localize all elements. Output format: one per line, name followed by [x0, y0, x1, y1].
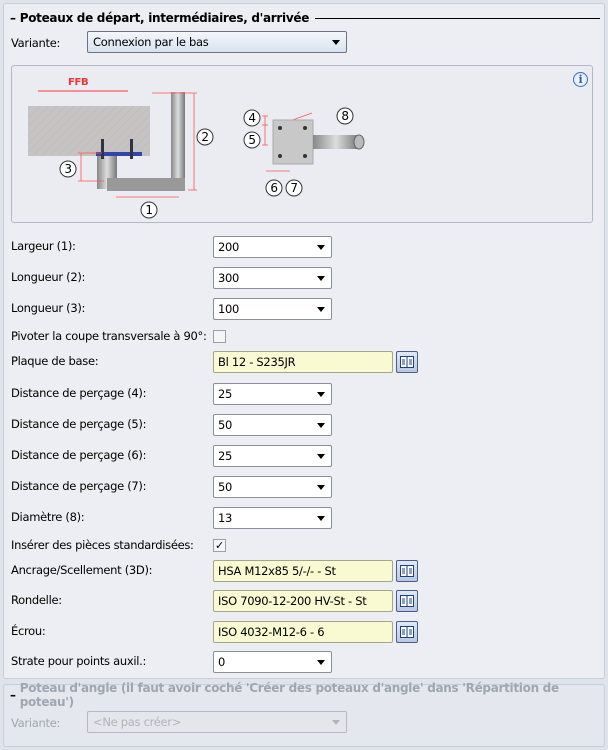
- chevron-down-icon: [317, 276, 325, 281]
- variant-select[interactable]: Connexion par le bas: [87, 31, 347, 53]
- corner-variant-value: <Ne pas créer>: [93, 715, 182, 729]
- callout-7: 7: [290, 181, 297, 195]
- callout-1: 1: [145, 203, 152, 217]
- callout-6: 6: [270, 181, 277, 195]
- chevron-down-icon: [317, 392, 325, 397]
- checkmark-icon: ✓: [215, 539, 224, 552]
- chevron-down-icon: [317, 423, 325, 428]
- ffb-label: FFB: [68, 77, 88, 88]
- e-crou-field[interactable]: ISO 4032-M12-6 - 6: [213, 621, 393, 643]
- distance-de-perc-age-7-select[interactable]: 50: [213, 476, 332, 498]
- chevron-down-icon: [332, 720, 340, 725]
- variant-value: Connexion par le bas: [93, 35, 209, 49]
- distance-de-perc-age-5-value: 50: [218, 418, 233, 432]
- catalog-browse-button[interactable]: [396, 560, 418, 582]
- pivoter-la-coupe-transversale-a-90-checkbox[interactable]: [213, 330, 226, 343]
- catalog-browse-button[interactable]: [396, 621, 418, 643]
- plaque-de-base-label: Plaque de base:: [11, 354, 99, 368]
- ancrage-scellement-3d-value: HSA M12x85 5/-/- - St: [218, 564, 336, 578]
- diame-tre-8-select[interactable]: 13: [213, 507, 332, 529]
- rondelle-field[interactable]: ISO 7090-12-200 HV-St - St: [213, 590, 393, 612]
- e-crou-label: Écrou:: [11, 624, 46, 638]
- distance-de-perc-age-5-label: Distance de perçage (5):: [11, 417, 147, 431]
- distance-de-perc-age-7-value: 50: [218, 480, 233, 494]
- inse-rer-des-pie-ces-standardise-es-checkbox[interactable]: ✓: [213, 539, 226, 552]
- distance-de-perc-age-4-select[interactable]: 25: [213, 383, 332, 405]
- strate-pour-points-auxil-select[interactable]: 0: [213, 651, 332, 673]
- callout-8: 8: [341, 109, 348, 123]
- catalog-book-icon: [400, 626, 414, 638]
- distance-de-perc-age-6-label: Distance de perçage (6):: [11, 448, 147, 462]
- diame-tre-8-label: Diamètre (8):: [11, 510, 85, 524]
- variant-label: Variante:: [11, 36, 61, 50]
- section-title: –Poteau d'angle (il faut avoir coché 'Cr…: [10, 681, 600, 709]
- chevron-down-icon: [317, 245, 325, 250]
- longueur-2-label: Longueur (2):: [11, 270, 86, 284]
- catalog-browse-button[interactable]: [396, 351, 418, 373]
- callout-5: 5: [248, 133, 255, 147]
- chevron-down-icon: [332, 40, 340, 45]
- chevron-down-icon: [317, 454, 325, 459]
- strate-pour-points-auxil-value: 0: [218, 655, 226, 669]
- catalog-browse-button[interactable]: [396, 590, 418, 612]
- catalog-book-icon: [400, 565, 414, 577]
- corner-variant-select[interactable]: <Ne pas créer>: [87, 711, 347, 733]
- ancrage-scellement-3d-field[interactable]: HSA M12x85 5/-/- - St: [213, 560, 393, 582]
- distance-de-perc-age-6-select[interactable]: 25: [213, 445, 332, 467]
- chevron-down-icon: [317, 485, 325, 490]
- longueur-3-label: Longueur (3):: [11, 301, 86, 315]
- pivoter-la-coupe-transversale-a-90-label: Pivoter la coupe transversale à 90°:: [11, 329, 207, 343]
- longueur-2-value: 300: [218, 271, 240, 285]
- distance-de-perc-age-5-select[interactable]: 50: [213, 414, 332, 436]
- diame-tre-8-value: 13: [218, 511, 233, 525]
- distance-de-perc-age-4-value: 25: [218, 387, 233, 401]
- callout-3: 3: [64, 162, 71, 176]
- distance-de-perc-age-4-label: Distance de perçage (4):: [11, 386, 147, 400]
- inse-rer-des-pie-ces-standardise-es-label: Insérer des pièces standardisées:: [11, 538, 194, 552]
- ancrage-scellement-3d-label: Ancrage/Scellement (3D):: [11, 563, 153, 577]
- strate-pour-points-auxil-label: Strate pour points auxil.:: [11, 654, 147, 668]
- chevron-down-icon: [317, 516, 325, 521]
- rondelle-label: Rondelle:: [11, 593, 62, 607]
- rondelle-value: ISO 7090-12-200 HV-St - St: [218, 594, 367, 608]
- post-connection-drawing: FFB 1 2 3 4 5 6 7 8: [28, 77, 365, 219]
- callout-2: 2: [201, 130, 208, 144]
- corner-variant-label: Variante:: [11, 716, 61, 730]
- plaque-de-base-field[interactable]: Bl 12 - S235JR: [213, 351, 393, 373]
- largeur-1-select[interactable]: 200: [213, 236, 332, 258]
- section-title: –Poteaux de départ, intermédiaires, d'ar…: [10, 11, 600, 25]
- longueur-3-select[interactable]: 100: [213, 298, 332, 320]
- e-crou-value: ISO 4032-M12-6 - 6: [218, 625, 325, 639]
- longueur-2-select[interactable]: 300: [213, 267, 332, 289]
- chevron-down-icon: [317, 660, 325, 665]
- info-icon[interactable]: i: [573, 72, 588, 87]
- plaque-de-base-value: Bl 12 - S235JR: [218, 355, 296, 369]
- callout-4: 4: [248, 111, 255, 125]
- chevron-down-icon: [317, 307, 325, 312]
- largeur-1-value: 200: [218, 240, 240, 254]
- longueur-3-value: 100: [218, 302, 240, 316]
- distance-de-perc-age-6-value: 25: [218, 449, 233, 463]
- section-title-text: Poteau d'angle (il faut avoir coché 'Cré…: [19, 681, 559, 709]
- distance-de-perc-age-7-label: Distance de perçage (7):: [11, 479, 147, 493]
- largeur-1-label: Largeur (1):: [11, 239, 76, 253]
- diagram: FFB 1 2 3 4 5 6 7 8 i: [11, 65, 593, 223]
- catalog-book-icon: [400, 595, 414, 607]
- section-title-text: Poteaux de départ, intermédiaires, d'arr…: [19, 11, 310, 25]
- catalog-book-icon: [400, 356, 414, 368]
